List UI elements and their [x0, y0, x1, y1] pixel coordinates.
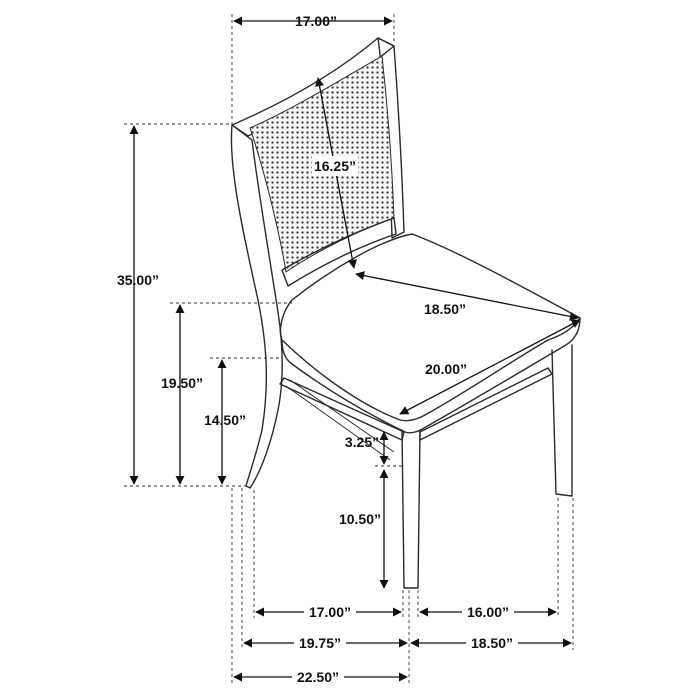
dim-line-seat-width [355, 271, 579, 321]
label-backing-4 [294, 633, 346, 651]
dimension-labels: 17.00” 16.25” 35.00” 18.50” 20.00” 19.50… [117, 13, 518, 685]
seat-cushion [279, 233, 581, 422]
label-seat-height: 19.50” [161, 375, 203, 391]
label-seat-depth: 20.00” [425, 361, 467, 377]
extension-lines [124, 14, 574, 685]
front-leg-left [401, 429, 421, 589]
chair-illustration [230, 37, 581, 589]
rear-stretcher [285, 379, 395, 461]
label-backing-6 [292, 667, 344, 685]
label-backing [312, 156, 358, 176]
label-back-width: 17.00” [295, 13, 337, 29]
side-stretcher [279, 377, 405, 441]
label-arm-height: 14.50” [204, 412, 246, 428]
label-backing-2 [304, 602, 356, 620]
front-leg-right [551, 344, 573, 497]
label-side-depth: 18.50” [471, 635, 513, 651]
label-seat-width: 18.50” [424, 301, 466, 317]
label-front-width: 19.75” [299, 635, 341, 651]
label-front-leg-span: 17.00” [309, 604, 351, 620]
back-leg-left [230, 124, 283, 489]
label-backing-3 [462, 602, 514, 620]
label-backrest-height: 16.25” [314, 158, 356, 174]
label-backing-5 [466, 633, 518, 651]
label-side-leg-span: 16.00” [467, 604, 509, 620]
label-stretcher-height: 10.50” [339, 511, 381, 527]
label-overall-width: 22.50” [297, 669, 339, 685]
label-stretcher-to-seat: 3.25” [345, 434, 379, 450]
label-overall-height: 35.00” [117, 272, 159, 288]
dim-line-seat-depth [399, 319, 581, 415]
